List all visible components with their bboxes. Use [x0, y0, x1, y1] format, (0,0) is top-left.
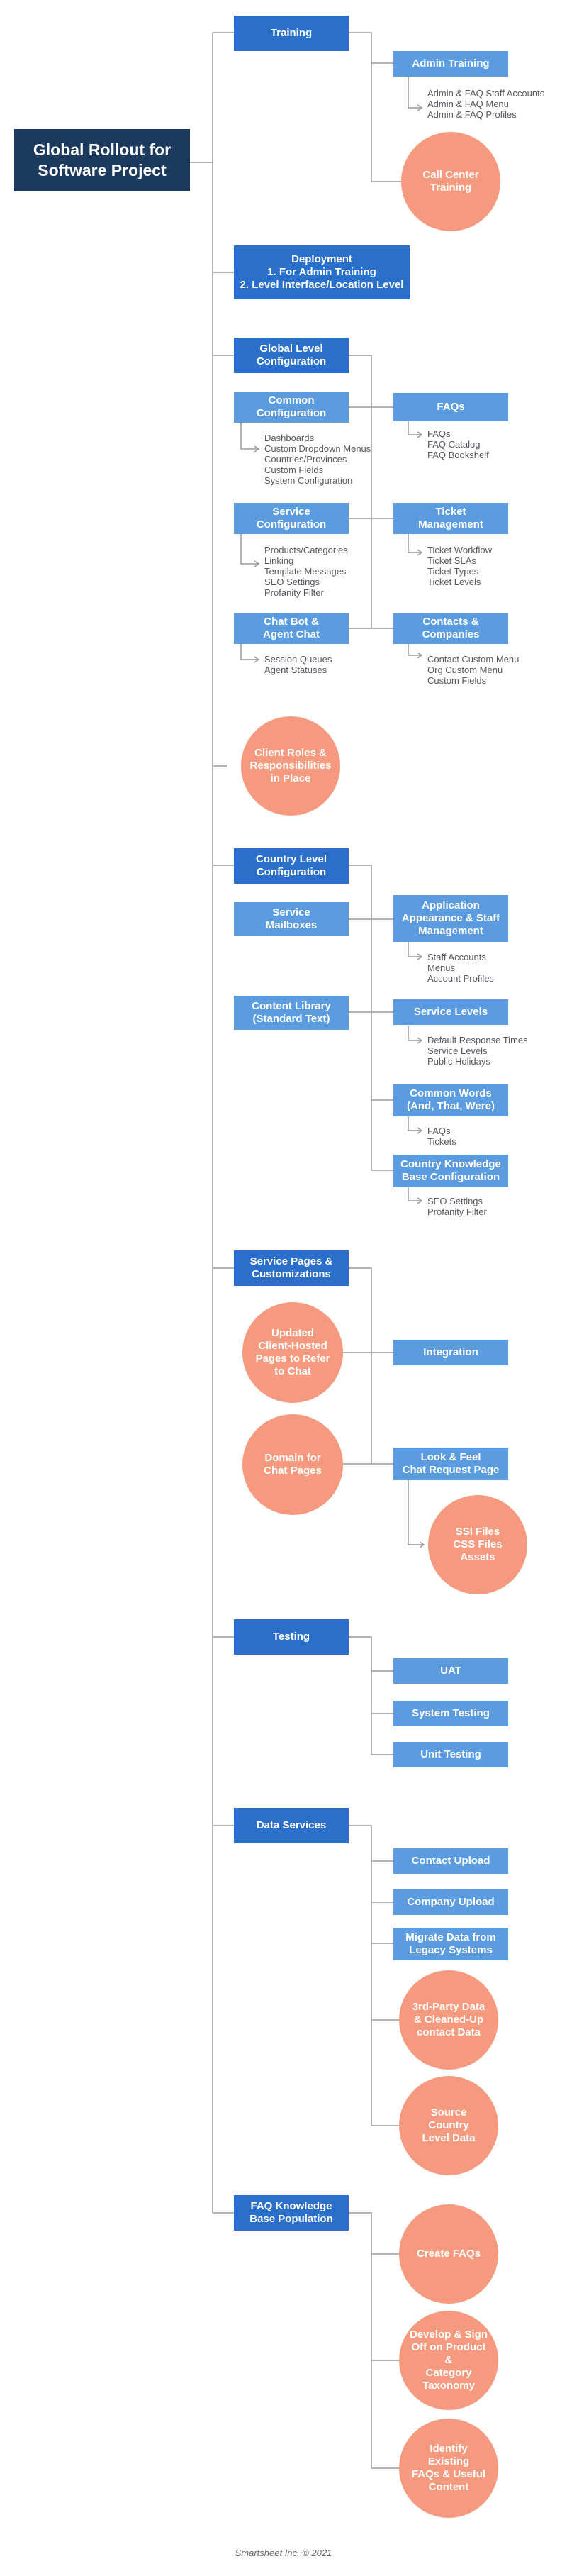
content-library-node[interactable]: Content Library (Standard Text): [234, 996, 349, 1030]
service-levels-items: Default Response Times Service Levels Pu…: [427, 1035, 528, 1067]
contacts-companies-items: Contact Custom Menu Org Custom Menu Cust…: [427, 654, 520, 686]
ssi-css-assets-node[interactable]: SSI Files CSS Files Assets: [428, 1495, 527, 1594]
identify-faqs-node[interactable]: Identify Existing FAQs & Useful Content: [399, 2419, 498, 2518]
application-appearance-items: Staff Accounts Menus Account Profiles: [427, 952, 494, 984]
common-configuration-node[interactable]: Common Configuration: [234, 392, 349, 423]
data-services-node[interactable]: Data Services: [234, 1808, 349, 1843]
deployment-node[interactable]: Deployment 1. For Admin Training 2. Leve…: [234, 245, 410, 299]
country-knowledge-base-items: SEO Settings Profanity Filter: [427, 1196, 487, 1217]
contacts-companies-node[interactable]: Contacts & Companies: [393, 613, 508, 644]
migrate-data-node[interactable]: Migrate Data from Legacy Systems: [393, 1928, 508, 1960]
application-appearance-node[interactable]: Application Appearance & Staff Managemen…: [393, 895, 508, 942]
domain-chat-pages-node[interactable]: Domain for Chat Pages: [242, 1414, 343, 1515]
common-words-node[interactable]: Common Words (And, That, Were): [393, 1084, 508, 1116]
faqs-node[interactable]: FAQs: [393, 393, 508, 421]
ticket-management-items: Ticket Workflow Ticket SLAs Ticket Types…: [427, 545, 493, 587]
common-configuration-items: Dashboards Custom Dropdown Menus Countri…: [264, 433, 371, 486]
service-pages-node[interactable]: Service Pages & Customizations: [234, 1250, 349, 1286]
global-level-configuration-node[interactable]: Global Level Configuration: [234, 338, 349, 373]
common-words-items: FAQs Tickets: [427, 1126, 456, 1147]
faqs-items: FAQs FAQ Catalog FAQ Bookshelf: [427, 428, 489, 460]
service-levels-node[interactable]: Service Levels: [393, 999, 508, 1025]
look-and-feel-node[interactable]: Look & Feel Chat Request Page: [393, 1448, 508, 1480]
updated-client-pages-node[interactable]: Updated Client-Hosted Pages to Refer to …: [242, 1302, 343, 1403]
testing-node[interactable]: Testing: [234, 1619, 349, 1655]
country-level-configuration-node[interactable]: Country Level Configuration: [234, 848, 349, 884]
admin-training-node[interactable]: Admin Training: [393, 51, 508, 77]
uat-node[interactable]: UAT: [393, 1658, 508, 1684]
faq-knowledge-base-node[interactable]: FAQ Knowledge Base Population: [234, 2195, 349, 2231]
company-upload-node[interactable]: Company Upload: [393, 1889, 508, 1915]
country-knowledge-base-node[interactable]: Country Knowledge Base Configuration: [393, 1155, 508, 1187]
service-configuration-node[interactable]: Service Configuration: [234, 503, 349, 534]
chat-bot-agent-chat-node[interactable]: Chat Bot & Agent Chat: [234, 613, 349, 644]
admin-training-items: Admin & FAQ Staff Accounts Admin & FAQ M…: [427, 88, 545, 120]
unit-testing-node[interactable]: Unit Testing: [393, 1742, 508, 1767]
client-roles-node[interactable]: Client Roles & Responsibilities in Place: [241, 716, 340, 816]
create-faqs-node[interactable]: Create FAQs: [399, 2204, 498, 2304]
integration-node[interactable]: Integration: [393, 1340, 508, 1365]
source-country-data-node[interactable]: Source Country Level Data: [399, 2076, 498, 2175]
training-node[interactable]: Training: [234, 16, 349, 51]
chat-bot-agent-chat-items: Session Queues Agent Statuses: [264, 654, 332, 675]
service-mailboxes-node[interactable]: Service Mailboxes: [234, 902, 349, 936]
call-center-training-node[interactable]: Call Center Training: [401, 132, 500, 231]
root-title: Global Rollout for Software Project: [14, 129, 190, 191]
third-party-data-node[interactable]: 3rd-Party Data & Cleaned-Up contact Data: [399, 1970, 498, 2070]
ticket-management-node[interactable]: Ticket Management: [393, 503, 508, 534]
system-testing-node[interactable]: System Testing: [393, 1701, 508, 1726]
develop-taxonomy-node[interactable]: Develop & Sign Off on Product & Category…: [399, 2311, 498, 2410]
contact-upload-node[interactable]: Contact Upload: [393, 1848, 508, 1874]
footer-copyright: Smartsheet Inc. © 2021: [235, 2548, 332, 2558]
service-configuration-items: Products/Categories Linking Template Mes…: [264, 545, 348, 598]
